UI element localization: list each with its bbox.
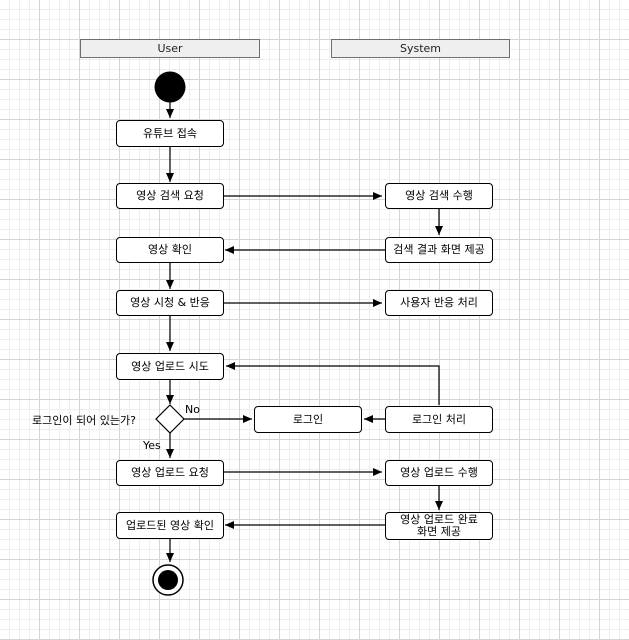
action-login-process: 로그인 처리 xyxy=(385,406,493,433)
action-search-request: 영상 검색 요청 xyxy=(116,183,224,209)
final-node-inner xyxy=(158,570,178,590)
action-upload-execute: 영상 업로드 수행 xyxy=(385,460,493,486)
action-reaction-process: 사용자 반응 처리 xyxy=(385,290,493,316)
action-upload-complete: 영상 업로드 완료 화면 제공 xyxy=(385,512,493,540)
decision-question: 로그인이 되어 있는가? xyxy=(32,414,136,427)
action-login: 로그인 xyxy=(254,406,362,433)
lane-header-user: User xyxy=(80,39,260,58)
action-upload-request: 영상 업로드 요청 xyxy=(116,460,224,486)
action-upload-try: 영상 업로드 시도 xyxy=(116,353,224,380)
action-search-result: 검색 결과 화면 제공 xyxy=(385,237,493,263)
decision-yes-label: Yes xyxy=(143,439,161,452)
lane-header-system: System xyxy=(331,39,510,58)
decision-node xyxy=(155,404,185,434)
edge-login-proc-upload xyxy=(226,362,440,405)
decision-no-label: No xyxy=(185,403,200,416)
initial-node xyxy=(154,71,186,103)
action-search-execute: 영상 검색 수행 xyxy=(385,183,493,209)
action-video-check: 영상 확인 xyxy=(116,237,224,263)
action-watch-react: 영상 시청 & 반응 xyxy=(116,290,224,316)
action-uploaded-check: 업로드된 영상 확인 xyxy=(116,512,224,539)
action-youtube-connect: 유튜브 접속 xyxy=(116,120,224,147)
